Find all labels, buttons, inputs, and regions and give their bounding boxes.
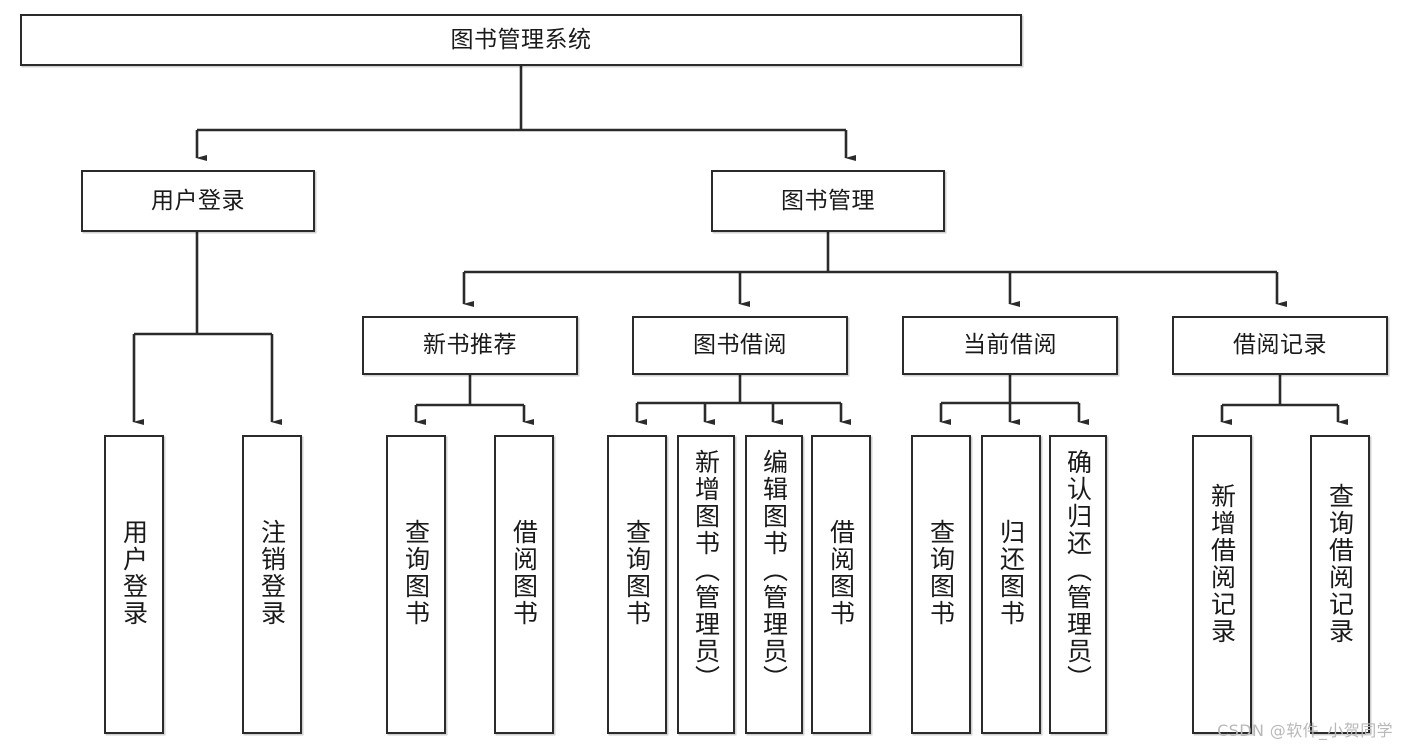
leaf-query-book-borrow-label: 查询图书 — [622, 519, 652, 627]
leaf-borrow-book-borrow-label: 借阅图书 — [826, 519, 856, 627]
leaf-query-book-current[interactable]: 查询图书 — [911, 435, 971, 734]
node-current-borrow[interactable]: 当前借阅 — [902, 316, 1118, 375]
leaf-query-borrow-record[interactable]: 查询借阅记录 — [1310, 435, 1370, 734]
leaf-return-book-label: 归还图书 — [996, 519, 1026, 627]
leaf-confirm-return-admin[interactable]: 确认归还（管理员） — [1049, 435, 1107, 734]
node-current-borrow-label: 当前借阅 — [963, 332, 1057, 359]
leaf-add-borrow-record-label: 新增借阅记录 — [1207, 483, 1237, 645]
node-new-book-recommend-label: 新书推荐 — [423, 332, 517, 359]
leaf-add-book-admin-label: 新增图书（管理员） — [691, 449, 721, 692]
node-new-book-recommend[interactable]: 新书推荐 — [362, 316, 578, 375]
node-book-borrow-label: 图书借阅 — [693, 332, 787, 359]
leaf-borrow-book-recommend[interactable]: 借阅图书 — [494, 435, 554, 734]
leaf-confirm-return-admin-label: 确认归还（管理员） — [1063, 449, 1093, 692]
node-borrow-records-label: 借阅记录 — [1233, 332, 1327, 359]
leaf-return-book[interactable]: 归还图书 — [981, 435, 1041, 734]
node-book-management[interactable]: 图书管理 — [711, 170, 945, 232]
node-root-label: 图书管理系统 — [450, 26, 592, 53]
leaf-borrow-book-recommend-label: 借阅图书 — [509, 519, 539, 627]
node-user-login-label: 用户登录 — [151, 187, 245, 214]
leaf-query-book-recommend-label: 查询图书 — [401, 519, 431, 627]
leaf-query-book-borrow[interactable]: 查询图书 — [607, 435, 667, 734]
leaf-edit-book-admin-label: 编辑图书（管理员） — [759, 449, 789, 692]
leaf-add-book-admin[interactable]: 新增图书（管理员） — [677, 435, 735, 734]
node-borrow-records[interactable]: 借阅记录 — [1172, 316, 1388, 375]
node-book-borrow[interactable]: 图书借阅 — [632, 316, 848, 375]
leaf-query-book-current-label: 查询图书 — [926, 519, 956, 627]
leaf-logout-label: 注销登录 — [257, 519, 287, 627]
leaf-edit-book-admin[interactable]: 编辑图书（管理员） — [745, 435, 803, 734]
leaf-user-login-label: 用户登录 — [119, 519, 149, 627]
leaf-logout[interactable]: 注销登录 — [242, 435, 302, 734]
node-book-management-label: 图书管理 — [781, 187, 875, 214]
node-user-login[interactable]: 用户登录 — [81, 170, 315, 232]
node-root[interactable]: 图书管理系统 — [20, 14, 1022, 66]
leaf-query-borrow-record-label: 查询借阅记录 — [1325, 483, 1355, 645]
leaf-add-borrow-record[interactable]: 新增借阅记录 — [1192, 435, 1252, 734]
leaf-query-book-recommend[interactable]: 查询图书 — [386, 435, 446, 734]
leaf-borrow-book-borrow[interactable]: 借阅图书 — [811, 435, 871, 734]
leaf-user-login[interactable]: 用户登录 — [104, 435, 164, 734]
